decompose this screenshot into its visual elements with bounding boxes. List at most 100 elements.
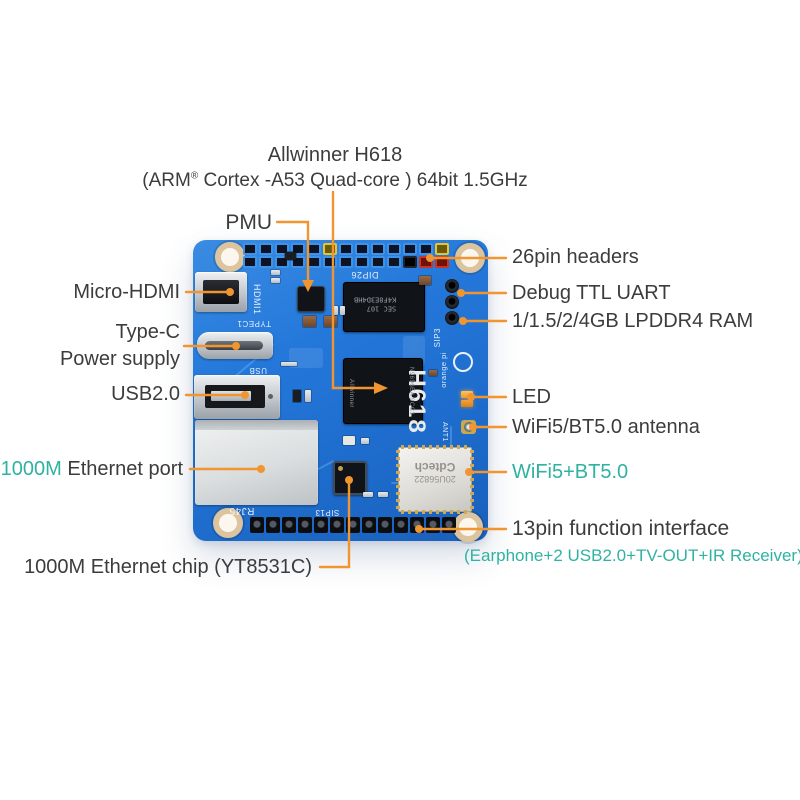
pmu-chip [297, 286, 325, 312]
rj45-lip [195, 420, 318, 430]
ethernet-phy-chip [333, 461, 367, 495]
mounting-hole-top-right [455, 243, 485, 273]
silkscreen-typec: TYPEC1 [237, 319, 272, 328]
header-pin [243, 256, 257, 268]
pcb-pad [289, 348, 323, 368]
function-pin [314, 517, 328, 533]
status-led-1 [461, 391, 473, 398]
capacitor [361, 438, 369, 444]
function-pin [346, 517, 360, 533]
capacitor [378, 492, 388, 497]
soc-marking: H618 [403, 369, 430, 435]
label-13pin-detail: (Earphone+2 USB2.0+TV-OUT+IR Receiver) [464, 546, 800, 565]
capacitor [340, 306, 345, 315]
label-debug-uart: Debug TTL UART [512, 282, 671, 304]
wifi-marking-line1: 20U56822 [414, 474, 456, 484]
function-pin [266, 517, 280, 533]
capacitor [271, 278, 280, 283]
header-pin [259, 256, 273, 268]
type-c-opening [205, 341, 263, 350]
inductor [324, 316, 337, 327]
header-pin [419, 256, 433, 268]
label-13pin-interface: 13pin function interface [512, 517, 730, 540]
wifi-module-marking: 20U56822 Cdtech [399, 460, 471, 484]
label-wifi-bt: WiFi5+BT5.0 [512, 461, 629, 483]
orange-pi-logo-icon [453, 352, 473, 372]
header-pin [435, 243, 449, 255]
label-type-c-line2: Power supply [59, 348, 180, 370]
function-pin [298, 517, 312, 533]
crystal [343, 436, 355, 445]
mounting-hole-bottom-right [453, 512, 483, 542]
capacitor [281, 362, 297, 366]
header-pin [435, 256, 449, 268]
usb-tongue [211, 391, 251, 401]
capacitor [305, 390, 311, 402]
registered-mark: ® [190, 170, 199, 182]
soc-code-marking: N9696EA 9CC1 [408, 367, 414, 416]
small-ic [293, 390, 301, 402]
status-led-2 [461, 400, 473, 407]
module-pads [396, 450, 400, 509]
micro-hdmi-port [195, 272, 247, 312]
silkscreen-ant: ANT1 [441, 422, 448, 442]
header-pin [387, 256, 401, 268]
ethernet-rj45-port [195, 420, 318, 505]
label-ethernet-chip: 1000M Ethernet chip (YT8531C) [24, 556, 312, 578]
header-pin [323, 256, 337, 268]
label-usb2: USB2.0 [111, 383, 180, 405]
module-pads [401, 445, 469, 449]
inductor [419, 276, 431, 285]
capacitor [333, 306, 338, 315]
function-pin [410, 517, 424, 533]
antenna-connector-pad [461, 420, 476, 434]
silkscreen-usb: USB [249, 366, 267, 375]
uart-pin-rx [445, 295, 459, 309]
silkscreen-hdmi: HDMI1 [252, 284, 262, 315]
lpddr4-ram-chip: SEC 107 K4F8E3D4HB [343, 282, 425, 332]
header-pin [355, 256, 369, 268]
ram-marking-line2: K4F8E3D4HB [354, 295, 397, 304]
header-pin [371, 256, 385, 268]
silkscreen-rj45: RJ45 [229, 505, 255, 516]
silkscreen-sip13: SIP13 [315, 508, 340, 517]
pins13-strip [250, 517, 456, 533]
header26-row2 [243, 256, 449, 268]
label-type-c: Type-C Power supply [0, 319, 180, 373]
function-pin [250, 517, 264, 533]
label-antenna: WiFi5/BT5.0 antenna [512, 416, 700, 438]
function-pin [282, 517, 296, 533]
header-pin [307, 243, 321, 255]
label-ethernet-port: 1000M Ethernet port [0, 458, 183, 481]
chip-pin1-dot [338, 466, 343, 471]
ram-marking-line1: SEC 107 [366, 304, 397, 313]
ram-marking: SEC 107 K4F8E3D4HB [354, 295, 396, 313]
pcb-board: DIP26 HDMI1 TYPEC1 USB RJ45 SIP13 SIP3 A… [193, 240, 488, 542]
header-pin [419, 243, 433, 255]
module-pads [470, 450, 474, 509]
function-pin [442, 517, 456, 533]
header-pin [243, 243, 257, 255]
header-pin [355, 243, 369, 255]
module-pads [401, 510, 469, 514]
soc-subtitle: (ARM® Cortex -A53 Quad-core ) 64bit 1.5G… [85, 170, 585, 192]
silkscreen-sip3: SIP3 [433, 328, 442, 348]
header-pin [371, 243, 385, 255]
label-ethernet-port-rest: Ethernet port [61, 458, 183, 480]
silkscreen-dip26: DIP26 [351, 270, 379, 280]
header-pin [403, 243, 417, 255]
label-micro-hdmi: Micro-HDMI [73, 281, 180, 303]
soc-brand-marking: Allwinner [348, 379, 354, 408]
header-pin [323, 243, 337, 255]
function-pin [394, 517, 408, 533]
header-pin [387, 243, 401, 255]
small-ic [285, 252, 296, 260]
hdmi-opening [203, 280, 239, 304]
header-pin [339, 243, 353, 255]
wifi-bt-module: 20U56822 Cdtech [396, 445, 474, 514]
function-pin [330, 517, 344, 533]
header26-row1 [243, 243, 449, 255]
usb2-port [194, 375, 280, 419]
header-pin [339, 256, 353, 268]
